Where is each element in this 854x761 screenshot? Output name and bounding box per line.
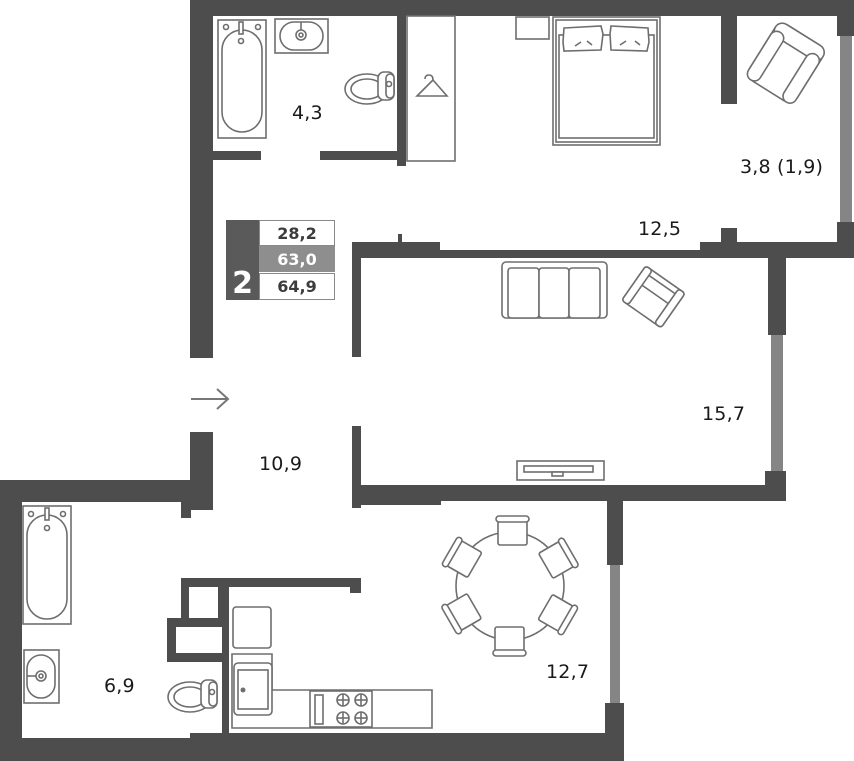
sink-upper-icon <box>274 18 329 54</box>
toilet-upper-icon <box>344 71 395 105</box>
area-label-balcony: 3,8 (1,9) <box>740 156 824 178</box>
area-label-kitchen-dining: 12,7 <box>546 661 590 683</box>
toilet-lower-icon <box>167 679 218 713</box>
nightstand-icon <box>515 16 550 40</box>
sink-lower-icon <box>23 649 60 704</box>
kitchen-sink-icon <box>233 662 273 716</box>
entrance-arrow-icon <box>191 388 230 410</box>
area-label-hallway: 10,9 <box>259 453 303 475</box>
area-label-bathroom-lower: 6,9 <box>104 675 135 697</box>
bathtub-lower-icon <box>22 505 72 625</box>
bathtub-upper-icon <box>217 19 267 139</box>
area-label-bedroom: 12,5 <box>638 218 682 240</box>
fridge-icon <box>232 606 272 649</box>
living-area-value: 28,2 <box>259 220 335 246</box>
total-area-with-balcony-value: 64,9 <box>259 273 335 300</box>
armchair-living-icon <box>622 266 685 328</box>
stove-icon <box>309 690 373 728</box>
armchair-balcony-icon <box>746 22 826 104</box>
room-count: 2 <box>226 220 259 300</box>
apartment-summary-badge: 2 28,2 63,0 64,9 <box>226 220 336 300</box>
sofa-icon <box>501 261 608 319</box>
dining-chairs-icon <box>441 515 579 657</box>
total-area-value: 63,0 <box>259 246 335 272</box>
double-bed-icon <box>552 16 661 146</box>
wardrobe-icon <box>406 15 456 162</box>
area-label-bathroom-upper: 4,3 <box>292 102 323 124</box>
area-label-living-room: 15,7 <box>702 403 746 425</box>
tv-stand-icon <box>516 460 605 481</box>
